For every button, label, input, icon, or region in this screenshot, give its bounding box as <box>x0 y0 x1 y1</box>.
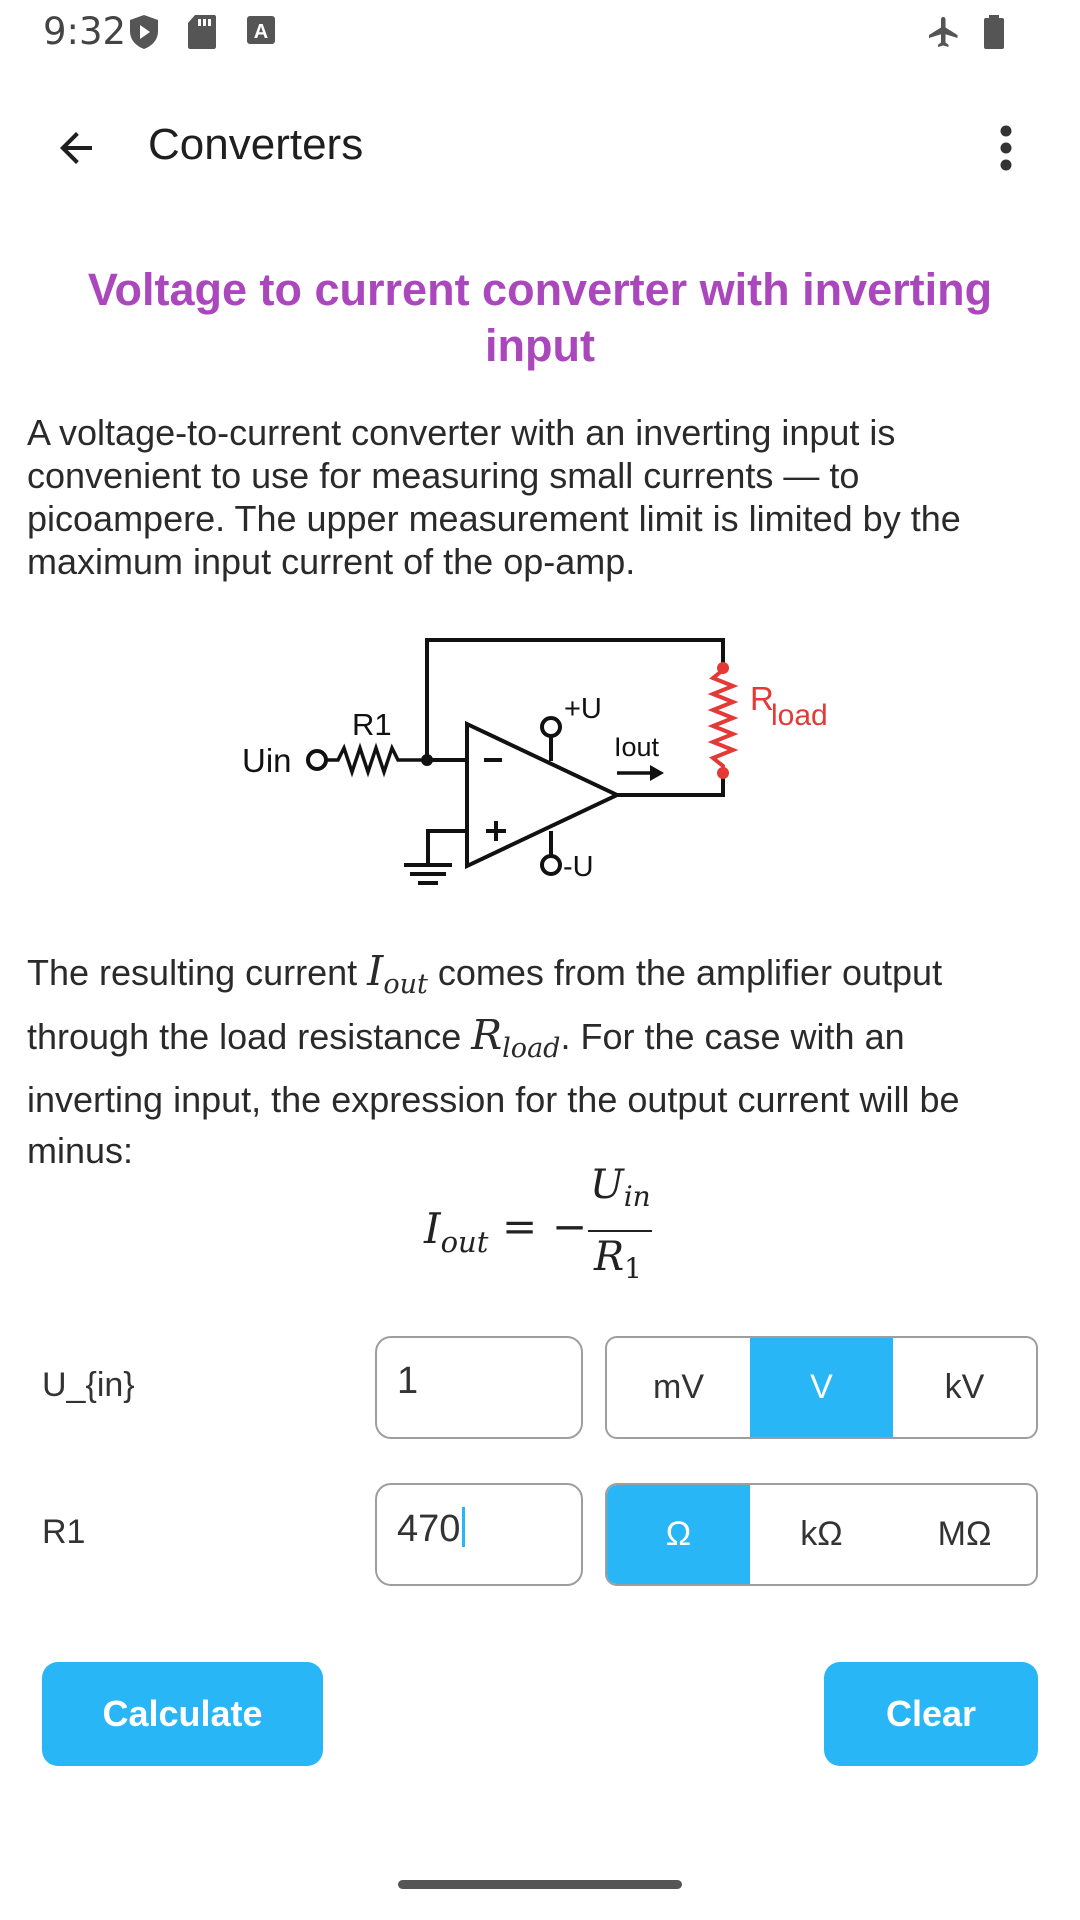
shield-play-icon <box>130 15 158 49</box>
unit-ohm[interactable]: Ω <box>607 1485 750 1584</box>
rload-label: R <box>750 680 774 717</box>
minus-u-label: -U <box>563 851 594 883</box>
unit-kv[interactable]: kV <box>944 1368 985 1406</box>
circuit-diagram: Uin R1 +U -U Iout R load <box>242 638 828 885</box>
para2-text-2: comes from the amplifier output through … <box>27 952 943 1057</box>
uin-unit-selector: mV V kV <box>605 1336 1038 1439</box>
unit-v[interactable]: V <box>750 1338 893 1437</box>
para2-text-3: . For the case with an inverting input, … <box>27 1016 960 1171</box>
back-button[interactable] <box>40 116 112 180</box>
clear-button[interactable]: Clear <box>824 1662 1038 1766</box>
r1-unit-selector: Ω kΩ MΩ <box>605 1483 1038 1586</box>
calculate-button[interactable]: Calculate <box>42 1662 323 1766</box>
para2-text-1: The resulting current <box>27 952 368 993</box>
page-title: Voltage to current converter with invert… <box>87 264 993 371</box>
arrow-back-icon <box>60 132 92 164</box>
battery-icon <box>984 15 1004 49</box>
formula-minus: − <box>552 1202 588 1251</box>
plus-u-label: +U <box>564 693 602 725</box>
keyboard-a-icon: A <box>247 16 275 44</box>
sd-card-icon <box>188 15 216 49</box>
formula: Iout = − Uin R1 <box>420 1162 680 1288</box>
uin-label: Uin <box>242 742 292 779</box>
more-vert-icon <box>1000 125 1012 171</box>
intro-paragraph: A voltage-to-current converter with an i… <box>27 412 961 582</box>
formula-numerator: Uin <box>590 1162 651 1213</box>
iout-symbol: Iout <box>367 947 428 1000</box>
overflow-menu-button[interactable] <box>980 116 1032 180</box>
r1-row-label: R1 <box>42 1513 86 1551</box>
unit-kohm[interactable]: kΩ <box>800 1515 843 1553</box>
formula-lhs: Iout <box>424 1204 489 1259</box>
svg-text:A: A <box>254 21 268 43</box>
uin-input[interactable]: 1 <box>375 1336 583 1439</box>
text-cursor <box>462 1507 466 1547</box>
formula-equals: = <box>502 1202 538 1251</box>
home-indicator[interactable] <box>398 1880 682 1889</box>
rload-sub-label: load <box>771 699 828 732</box>
iout-label: Iout <box>614 732 660 762</box>
app-bar: Converters <box>0 90 1080 206</box>
unit-mv[interactable]: mV <box>653 1368 704 1406</box>
status-bar: 9:32 A <box>0 0 1080 64</box>
rload-symbol: Rload <box>471 1011 561 1064</box>
formula-denominator: R1 <box>594 1234 642 1285</box>
unit-mohm[interactable]: MΩ <box>937 1515 992 1553</box>
status-time: 9:32 <box>43 10 127 53</box>
app-title: Converters <box>148 120 364 169</box>
r1-input[interactable]: 470 <box>375 1483 583 1586</box>
airplane-mode-icon <box>929 17 958 47</box>
r1-label: R1 <box>352 707 392 742</box>
uin-row-label: U_{in} <box>42 1366 135 1404</box>
fraction-bar <box>588 1230 652 1232</box>
explanation-paragraph: The resulting current Iout comes from th… <box>27 946 1047 1176</box>
